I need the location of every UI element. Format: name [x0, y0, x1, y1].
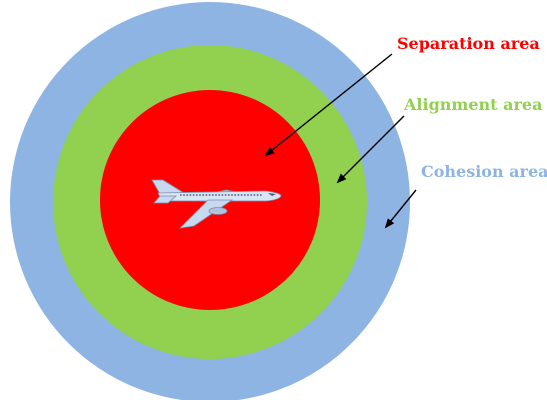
cohesion-arrow: [384, 189, 417, 229]
cohesion-area-label: Cohesion area: [421, 162, 547, 181]
alignment-arrow: [336, 115, 405, 184]
airplane-icon: [151, 179, 282, 229]
separation-area-label: Separation area: [397, 34, 540, 53]
alignment-area-label: Alignment area: [404, 95, 543, 114]
separation-arrow: [264, 53, 393, 157]
